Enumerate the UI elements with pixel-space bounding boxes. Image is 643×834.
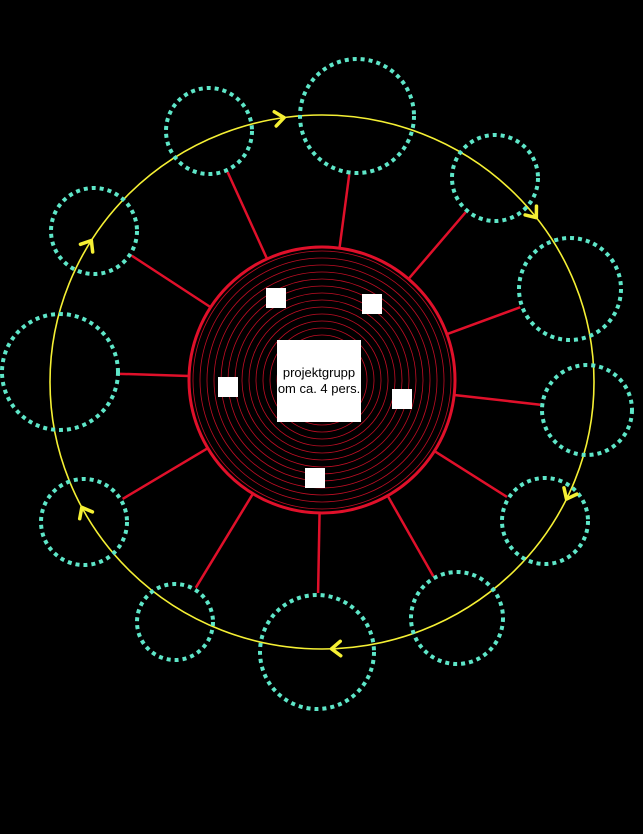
- hub-ring-9: [255, 313, 389, 447]
- center-label-line2: om ca. 4 pers.: [277, 381, 361, 396]
- satellite-circle-3: [49, 186, 139, 276]
- satellite-circle-10: [540, 363, 634, 457]
- orbit-path: [49, 114, 595, 650]
- spoke-12: [407, 211, 467, 280]
- spoke-6: [194, 493, 255, 589]
- member-square-5: [305, 468, 325, 488]
- direction-arrows: [77, 109, 579, 658]
- satellites: [0, 57, 634, 711]
- center-label-line1: projektgrupp: [282, 365, 356, 380]
- member-square-4: [392, 389, 412, 409]
- satellite-circle-7: [258, 593, 376, 711]
- spokes: [119, 171, 541, 594]
- members: [218, 288, 412, 488]
- hub-ring-17: [199, 257, 445, 503]
- hub-ring-18: [192, 250, 452, 510]
- orbit: [49, 114, 595, 650]
- spoke-7: [316, 512, 321, 594]
- hub-ring-8: [262, 320, 382, 440]
- satellite-circle-2: [164, 86, 254, 176]
- hub-ring-10: [248, 306, 396, 454]
- hub-outline: [187, 245, 457, 515]
- spoke-9: [433, 450, 508, 499]
- direction-arrow-5: [77, 505, 95, 521]
- direction-arrow-6: [78, 238, 95, 254]
- hub-ring-7: [269, 327, 375, 433]
- spoke-1: [338, 174, 351, 249]
- hub-ring-11: [241, 299, 403, 461]
- direction-arrow-3: [562, 486, 579, 501]
- direction-arrow-1: [272, 109, 286, 128]
- spoke-4: [119, 372, 190, 378]
- satellite-circle-6: [135, 582, 215, 662]
- member-square-3: [218, 377, 238, 397]
- satellite-circle-5: [39, 477, 129, 567]
- satellite-circle-11: [517, 236, 623, 342]
- hub-ring-16: [206, 264, 438, 496]
- spoke-2: [226, 171, 269, 260]
- member-square-1: [266, 288, 286, 308]
- satellite-circle-9: [500, 476, 590, 566]
- spoke-5: [122, 447, 209, 501]
- spoke-3: [130, 254, 212, 309]
- member-square-2: [362, 294, 382, 314]
- spoke-10: [454, 393, 541, 406]
- spoke-8: [386, 495, 435, 577]
- spoke-11: [446, 306, 521, 336]
- satellite-circle-1: [298, 57, 416, 175]
- satellite-circle-8: [409, 570, 505, 666]
- center-label: projektgrupp om ca. 4 pers.: [277, 340, 361, 422]
- direction-arrow-2: [523, 204, 539, 220]
- direction-arrow-4: [329, 639, 343, 658]
- satellite-circle-4: [0, 312, 120, 432]
- satellite-circle-12: [450, 133, 540, 223]
